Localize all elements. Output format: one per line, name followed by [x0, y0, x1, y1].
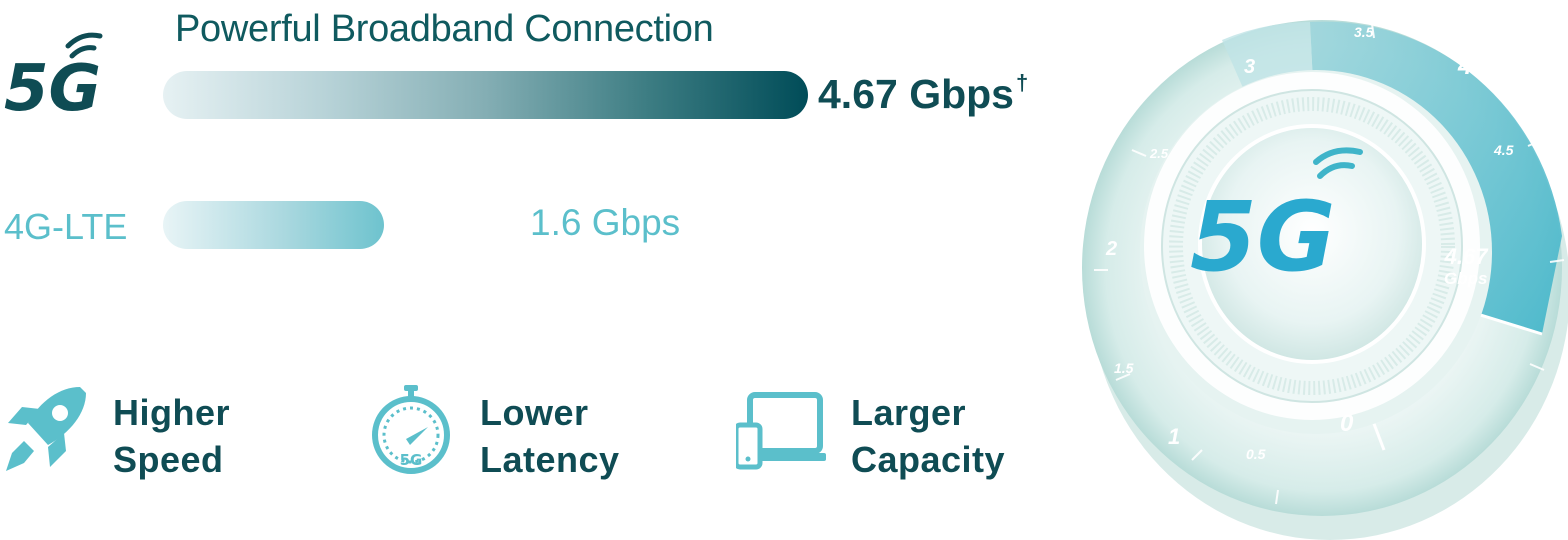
- feature-latency: Lower Latency: [480, 389, 620, 483]
- stopwatch-5g-icon: 5G: [372, 385, 450, 474]
- tick-label-3: 3: [1244, 56, 1256, 78]
- feature-speed-line1: Higher: [113, 392, 231, 433]
- tick-label-0-5: 0.5: [1246, 446, 1266, 462]
- tick-label-2: 2: [1106, 238, 1118, 260]
- dial-speed-number: 4.67: [1444, 244, 1488, 269]
- dial-5g-mark: 5G: [1190, 181, 1336, 290]
- feature-latency-line1: Lower: [480, 392, 589, 433]
- feature-speed: Higher Speed: [113, 389, 230, 483]
- rocket-icon: [6, 387, 86, 471]
- 4g-speed-value: 1.6 Gbps: [530, 202, 681, 243]
- tick-label-4-5: 4.5: [1494, 142, 1514, 158]
- feature-capacity-line1: Larger: [851, 392, 967, 433]
- feature-latency-line2: Latency: [480, 439, 620, 480]
- feature-capacity: Larger Capacity: [851, 389, 1005, 483]
- 5g-speed-bar: [163, 71, 808, 119]
- 4g-label: 4G-LTE: [4, 206, 128, 247]
- feature-speed-line2: Speed: [113, 439, 224, 480]
- footnote-mark: †: [1015, 70, 1029, 95]
- dial-speed-unit: Gbps: [1444, 269, 1488, 288]
- 4g-speed-bar: [163, 201, 384, 249]
- 5g-speed-value: 4.67 Gbps†: [818, 70, 1028, 118]
- speed-dial: [1082, 20, 1568, 540]
- 5g-speed-number: 4.67 Gbps: [818, 71, 1014, 117]
- svg-text:5G: 5G: [4, 52, 101, 120]
- feature-capacity-line2: Capacity: [851, 439, 1006, 480]
- devices-icon: [736, 392, 826, 470]
- svg-text:5G: 5G: [400, 451, 423, 469]
- tick-label-0: 0: [1340, 410, 1354, 437]
- dial-speed-readout: 4.67 Gbps: [1444, 246, 1487, 290]
- 5g-logo: 5G: [4, 32, 103, 120]
- 5g-bar-title: Powerful Broadband Connection: [175, 8, 714, 50]
- tick-label-1: 1: [1168, 424, 1181, 449]
- tick-label-3-5: 3.5: [1354, 24, 1374, 40]
- tick-label-2-5: 2.5: [1150, 146, 1169, 161]
- tick-label-4: 4: [1458, 50, 1473, 80]
- svg-text:5G: 5G: [1190, 181, 1336, 290]
- tick-label-1-5: 1.5: [1114, 360, 1134, 376]
